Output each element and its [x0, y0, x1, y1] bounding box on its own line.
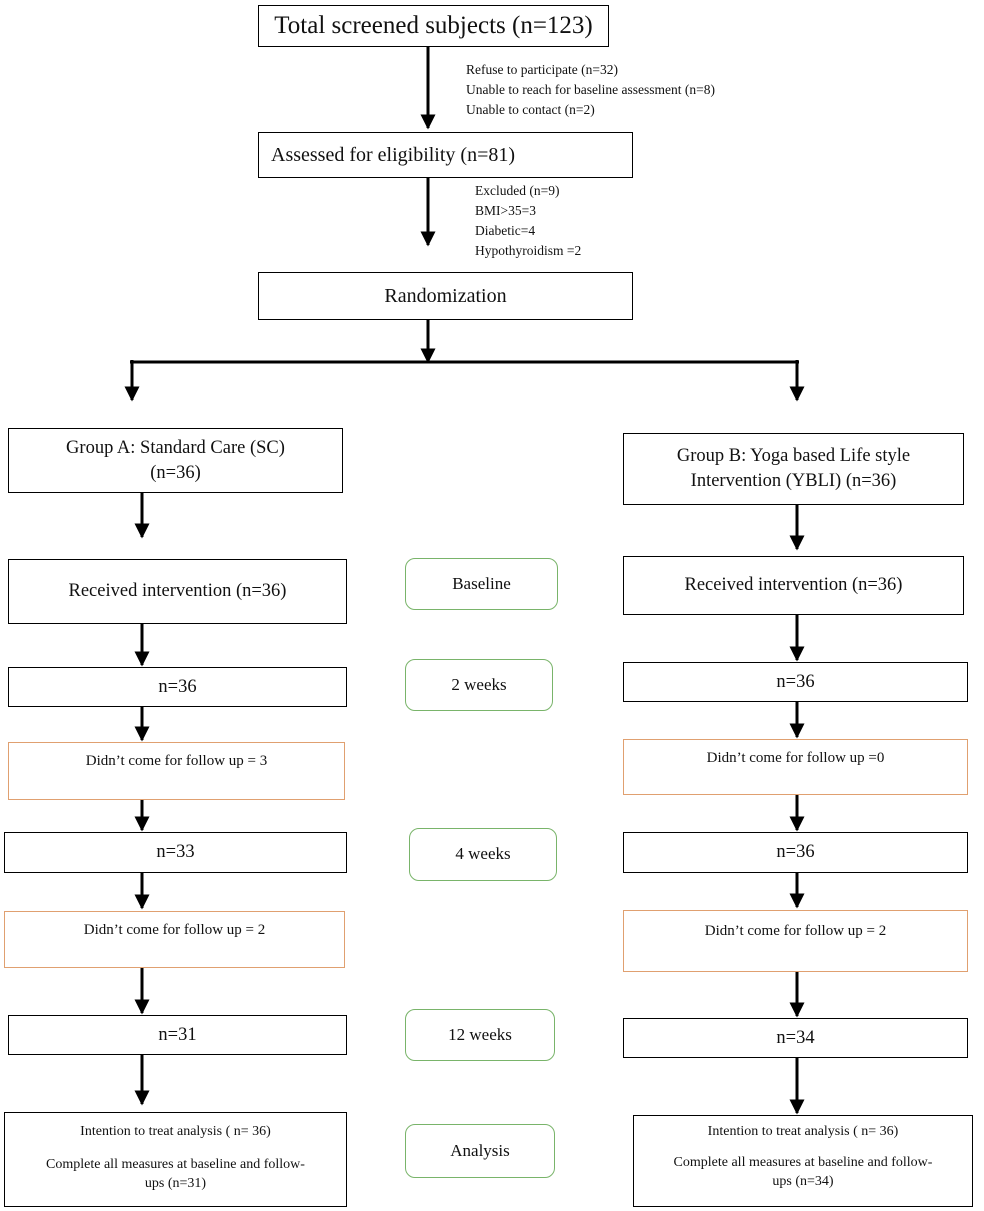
- excluded-total: Excluded (n=9): [475, 183, 560, 198]
- group-a-analysis-complete: Complete all measures at baseline and fo…: [46, 1156, 305, 1172]
- group-b-analysis-box: Intention to treat analysis ( n= 36) Com…: [633, 1115, 973, 1207]
- group-b-dropout1-label: Didn’t come for follow up =0: [706, 750, 885, 766]
- exclusion-refused: Refuse to participate (n=32): [466, 62, 618, 77]
- eligibility-box: Assessed for eligibility (n=81): [258, 132, 633, 178]
- group-b-received-box: Received intervention (n=36): [623, 556, 964, 615]
- exclusion-unreachable: Unable to reach for baseline assessment …: [466, 82, 716, 97]
- excluded-bmi: BMI>35=3: [475, 203, 536, 218]
- group-a-title-line1: Group A: Standard Care (SC): [66, 437, 285, 458]
- excluded-diabetic: Diabetic=4: [475, 223, 536, 238]
- group-b-week12-box: n=34: [623, 1018, 968, 1058]
- group-a-week2-box: n=36: [8, 667, 347, 707]
- excluded-hypothyroidism: Hypothyroidism =2: [475, 243, 582, 258]
- timepoint-analysis-label: Analysis: [450, 1140, 510, 1160]
- timepoint-baseline-label: Baseline: [452, 573, 511, 593]
- group-a-week12-box: n=31: [8, 1015, 347, 1055]
- timepoint-12-weeks: 12 weeks: [405, 1009, 555, 1061]
- group-b-week4-count: n=36: [776, 842, 815, 863]
- group-b-week12-count: n=34: [776, 1027, 815, 1048]
- timepoint-4-weeks-label: 4 weeks: [455, 844, 511, 864]
- group-a-week12-count: n=31: [158, 1024, 197, 1045]
- screened-label: Total screened subjects (n=123): [274, 12, 593, 40]
- group-b-dropout2-label: Didn’t come for follow up = 2: [704, 923, 887, 939]
- group-b-title-box: Group B: Yoga based Life style Intervent…: [623, 433, 964, 505]
- group-a-analysis-itt: Intention to treat analysis ( n= 36): [80, 1124, 271, 1139]
- group-a-title-box: Group A: Standard Care (SC) (n=36): [8, 428, 343, 493]
- group-a-analysis-complete-cont: ups (n=31): [144, 1175, 207, 1191]
- group-a-received-label: Received intervention (n=36): [68, 581, 287, 602]
- randomization-box: Randomization: [258, 272, 633, 320]
- group-a-analysis-box: Intention to treat analysis ( n= 36) Com…: [4, 1112, 347, 1207]
- group-b-dropout2-box: Didn’t come for follow up = 2: [623, 910, 968, 972]
- group-b-analysis-complete-cont: ups (n=34): [772, 1173, 834, 1189]
- screen-exclusions-note: Refuse to participate (n=32) Unable to r…: [466, 60, 715, 120]
- group-b-analysis-complete: Complete all measures at baseline and fo…: [673, 1154, 933, 1170]
- group-b-received-label: Received intervention (n=36): [684, 575, 903, 596]
- group-a-dropout1-box: Didn’t come for follow up = 3: [8, 742, 345, 800]
- group-b-dropout1-box: Didn’t come for follow up =0: [623, 739, 968, 795]
- group-b-week2-box: n=36: [623, 662, 968, 702]
- group-a-dropout2-label: Didn’t come for follow up = 2: [83, 922, 266, 938]
- eligibility-exclusions-note: Excluded (n=9) BMI>35=3 Diabetic=4 Hypot…: [475, 181, 581, 261]
- randomization-label: Randomization: [384, 284, 507, 307]
- eligibility-label: Assessed for eligibility (n=81): [271, 143, 516, 166]
- group-a-title-line2: (n=36): [150, 462, 201, 483]
- group-b-title-line1: Group B: Yoga based Life style: [676, 446, 911, 467]
- timepoint-2-weeks: 2 weeks: [405, 659, 553, 711]
- exclusion-no-contact: Unable to contact (n=2): [466, 102, 595, 117]
- timepoint-4-weeks: 4 weeks: [409, 828, 557, 881]
- group-a-week2-count: n=36: [158, 676, 197, 697]
- group-a-week4-box: n=33: [4, 832, 347, 873]
- group-b-title-line2: Intervention (YBLI) (n=36): [690, 471, 897, 491]
- timepoint-12-weeks-label: 12 weeks: [448, 1024, 512, 1044]
- group-a-received-box: Received intervention (n=36): [8, 559, 347, 624]
- screened-box: Total screened subjects (n=123): [258, 5, 609, 47]
- timepoint-analysis: Analysis: [405, 1124, 555, 1178]
- timepoint-2-weeks-label: 2 weeks: [451, 674, 507, 694]
- group-a-dropout1-label: Didn’t come for follow up = 3: [85, 753, 268, 769]
- group-b-week2-count: n=36: [776, 671, 815, 692]
- timepoint-baseline: Baseline: [405, 558, 558, 610]
- group-b-analysis-itt: Intention to treat analysis ( n= 36): [707, 1124, 899, 1139]
- group-b-week4-box: n=36: [623, 832, 968, 873]
- group-a-week4-count: n=33: [156, 842, 195, 863]
- group-a-dropout2-box: Didn’t come for follow up = 2: [4, 911, 345, 968]
